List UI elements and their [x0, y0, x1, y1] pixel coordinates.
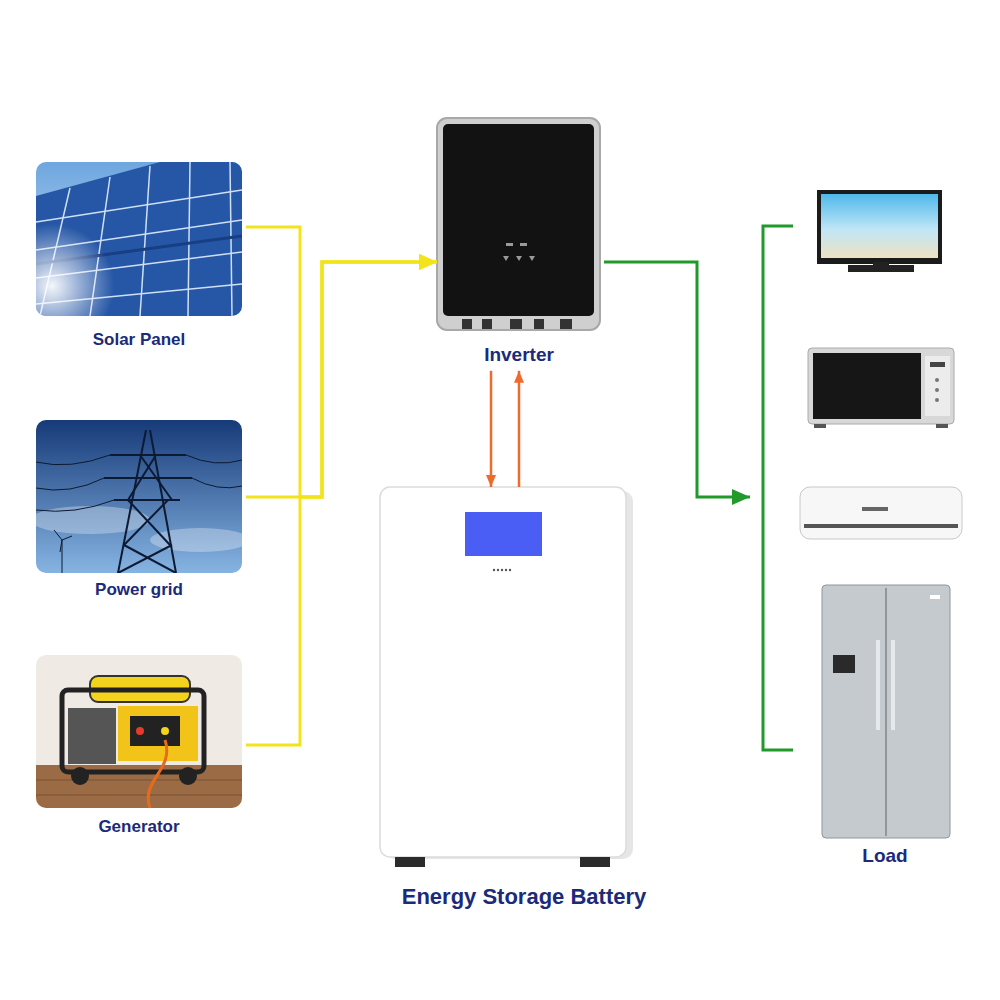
flow-arrow: [490, 371, 493, 487]
flow-arrow: [246, 262, 437, 497]
power-grid-picture: [36, 420, 242, 573]
battery-picture: [380, 487, 633, 867]
node-label: Energy Storage Battery: [402, 884, 647, 910]
flow-arrow: [246, 227, 437, 497]
inverter-picture: [437, 118, 600, 330]
node-label: Generator: [98, 817, 179, 837]
flow-arrow: [518, 371, 521, 487]
battery-box: Energy Storage Battery: [370, 487, 684, 914]
node-label: Solar Panel: [93, 330, 186, 350]
load-bracket: [763, 226, 793, 750]
flow-arrow: [246, 262, 437, 745]
node-label: Power grid: [95, 580, 183, 600]
generator-picture: [36, 655, 242, 808]
inverter-box: Inverter: [437, 118, 604, 371]
source-box: Generator: [36, 655, 246, 841]
air-conditioner-picture: [800, 487, 962, 539]
microwave-picture: [808, 348, 954, 428]
source-box: Power grid: [36, 420, 246, 604]
source-box: Solar Panel: [36, 162, 246, 354]
solar-panel-picture: [36, 162, 242, 316]
load-group: Load: [750, 180, 994, 872]
node-label: Inverter: [484, 344, 554, 367]
node-label: Load: [862, 845, 907, 868]
flow-arrow: [604, 262, 750, 497]
tv-picture: [817, 190, 942, 272]
fridge-picture: [822, 585, 950, 838]
